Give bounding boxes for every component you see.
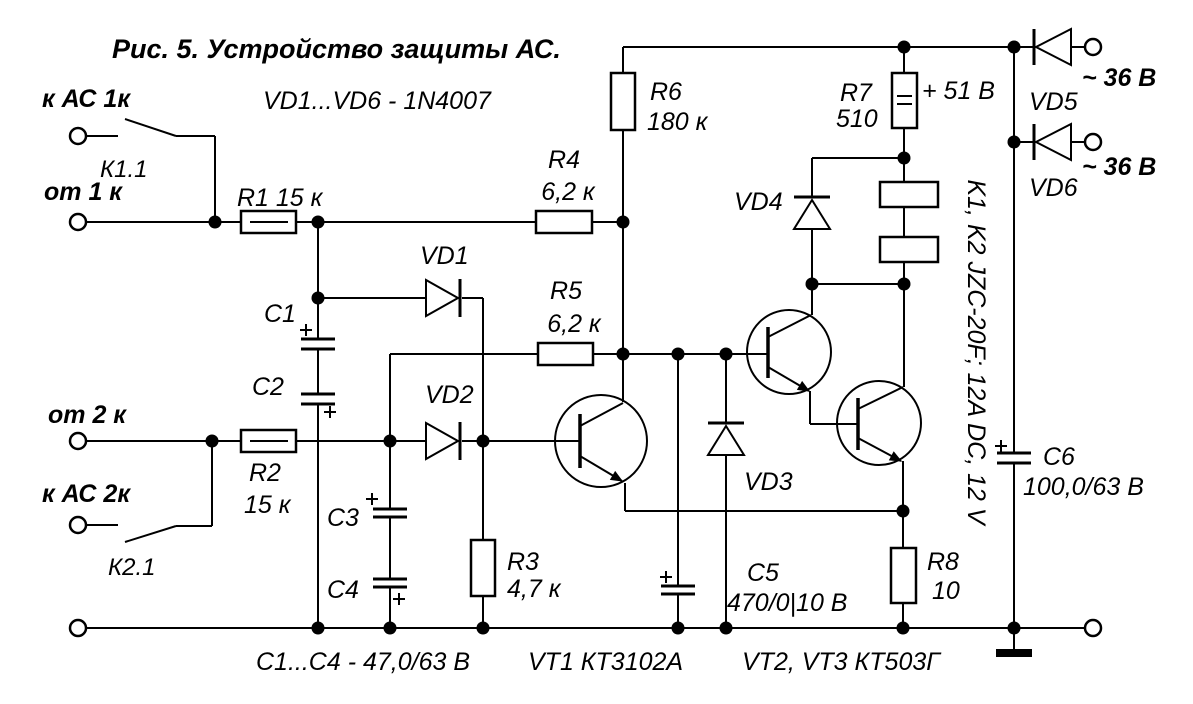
label-vd1: VD1 — [420, 242, 469, 270]
label-c6-value: 100,0/63 В — [1023, 473, 1144, 501]
diode-vd5 — [1032, 27, 1072, 67]
capacitor-c4 — [373, 577, 407, 605]
relay-coil-k2 — [878, 235, 940, 264]
label-vd5: VD5 — [1029, 88, 1078, 116]
resistor-r2 — [239, 428, 298, 454]
terminal-speaker1 — [68, 126, 88, 146]
resistor-r3 — [469, 538, 497, 598]
capacitor-c5 — [660, 571, 695, 596]
figure-title: Рис. 5. Устройство защиты АС. — [112, 34, 561, 64]
label-to-speaker2: к АС 2к — [42, 480, 131, 508]
label-from-amp2: от 2 к — [48, 401, 127, 429]
label-c5-ref: C5 — [747, 559, 779, 587]
terminal-common-right — [1083, 618, 1103, 638]
relay-coil-k1 — [878, 180, 940, 209]
capacitor-c1 — [300, 324, 335, 351]
terminal-amp1 — [68, 212, 88, 232]
label-r6-ref: R6 — [650, 78, 682, 106]
diode-vd1 — [425, 278, 462, 318]
terminal-amp2 — [68, 431, 88, 451]
label-r4-ref: R4 — [548, 146, 580, 174]
label-switch-k11: К1.1 — [100, 156, 148, 183]
labels: Рис. 5. Устройство защиты АС. VD1...VD6 … — [42, 34, 1156, 676]
label-c6-ref: C6 — [1043, 443, 1075, 471]
label-r1: R1 15 к — [237, 184, 324, 212]
label-vd4: VD4 — [734, 188, 783, 216]
diode-vd4 — [792, 195, 832, 230]
label-r2-value: 15 к — [244, 491, 292, 519]
terminals — [68, 37, 1103, 638]
label-vd3: VD3 — [744, 468, 793, 496]
terminal-ac2 — [1083, 132, 1103, 152]
transistor-vt3 — [836, 380, 922, 466]
resistor-r5 — [536, 341, 595, 367]
label-r6-value: 180 к — [647, 108, 709, 136]
diode-vd3 — [706, 421, 746, 456]
capacitor-c3 — [366, 493, 407, 519]
capacitor-c6 — [995, 440, 1031, 465]
label-r5-ref: R5 — [550, 277, 582, 305]
switch-k21 — [86, 441, 213, 543]
label-r4-value: 6,2 к — [541, 178, 596, 206]
resistor-r1 — [239, 209, 298, 235]
label-r8-value: 10 — [932, 577, 960, 605]
label-vd6: VD6 — [1029, 174, 1078, 202]
note-capacitors: C1...C4 - 47,0/63 В — [256, 648, 470, 676]
ground-symbol — [996, 649, 1032, 657]
label-from-amp1: от 1 к — [44, 178, 123, 206]
relay-spec-note: K1, K2 JZC-20F; 12A DC, 12 V — [962, 179, 990, 526]
label-r3-ref: R3 — [507, 548, 539, 576]
label-r7-ref: R7 — [840, 79, 873, 107]
capacitor-c2 — [301, 392, 336, 418]
diode-note: VD1...VD6 - 1N4007 — [263, 87, 492, 115]
label-r8-ref: R8 — [927, 548, 959, 576]
resistor-r6 — [609, 71, 637, 132]
resistor-r7 — [890, 71, 919, 130]
label-vd2: VD2 — [425, 381, 474, 409]
label-supply-voltage: + 51 В — [922, 77, 995, 105]
label-c2: C2 — [252, 373, 284, 401]
label-switch-k21: К2.1 — [108, 554, 156, 581]
note-vt2-vt3-type: VT2, VT3 КТ503Г — [742, 648, 942, 676]
resistor-r4 — [534, 209, 594, 235]
terminal-ac1 — [1083, 37, 1103, 57]
label-c5-value: 470/0|10 В — [727, 589, 847, 617]
label-r5-value: 6,2 к — [547, 310, 602, 338]
transistor-vt1 — [554, 394, 648, 488]
label-c3: C3 — [327, 504, 359, 532]
label-r3-value: 4,7 к — [507, 575, 562, 603]
label-ac-voltage-top: ~ 36 В — [1082, 64, 1156, 92]
label-to-speaker1: к АС 1к — [42, 85, 131, 113]
label-r2-ref: R2 — [249, 459, 281, 487]
switch-k11 — [86, 118, 216, 222]
terminal-common-left — [68, 618, 88, 638]
note-vt1-type: VT1 КТ3102А — [528, 648, 683, 676]
diode-vd2 — [425, 421, 462, 461]
diode-vd6 — [1032, 122, 1072, 162]
label-ac-voltage-bottom: ~ 36 В — [1082, 153, 1156, 181]
junction-dots — [205, 40, 1021, 635]
label-c4: C4 — [327, 576, 359, 604]
label-c1: C1 — [264, 300, 296, 328]
resistor-r8 — [889, 546, 918, 605]
terminal-speaker2 — [68, 515, 88, 535]
label-r7-value: 510 — [836, 105, 878, 133]
transistor-vt2 — [746, 309, 832, 395]
